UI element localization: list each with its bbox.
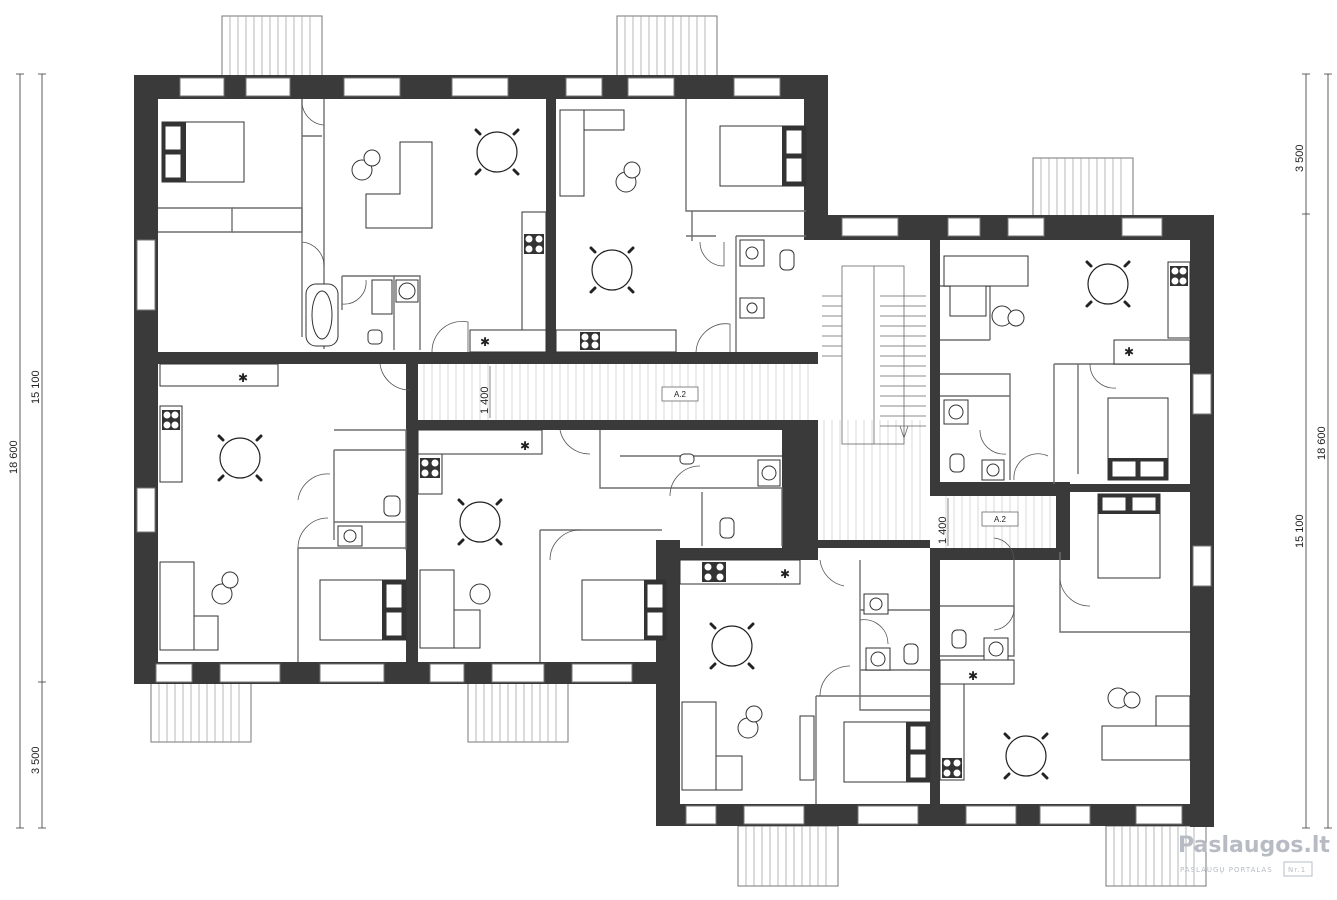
balcony-top-left (221, 15, 323, 77)
bed (1107, 397, 1169, 481)
bed (319, 579, 407, 641)
dim-right-top: 3 500 (1294, 144, 1306, 172)
partitions (158, 99, 1190, 804)
bed (581, 579, 667, 641)
watermark-badge: Nr.1 (1288, 866, 1306, 874)
balcony-bottom-mid (467, 681, 569, 743)
balcony-bottom-right (1105, 825, 1207, 887)
watermark-title: Paslaugos.lt (1178, 833, 1330, 858)
dining-table (219, 131, 1129, 777)
balcony-top-mid (616, 15, 718, 77)
bed (161, 121, 245, 183)
kitchen-counters: ✱ ✱ ✱ ✱ ✱ ✱ (159, 211, 1191, 781)
dim-left-balcony: 3 500 (30, 746, 42, 774)
bathroom-fixtures (305, 239, 1009, 671)
bed (843, 721, 931, 783)
svg-text:✱: ✱ (480, 335, 490, 349)
corridor: A.2 A.2 1 400 1 400 (418, 240, 1058, 548)
svg-text:✱: ✱ (780, 567, 790, 581)
dim-left-main: 15 100 (30, 370, 42, 404)
doors (297, 98, 1117, 697)
watermark-subtitle: PASLAUGŲ PORTALAS (1180, 866, 1273, 874)
watermark-logo: Paslaugos.lt PASLAUGŲ PORTALAS Nr.1 (1178, 833, 1330, 877)
corridor-tag-lower: A.2 (994, 515, 1007, 524)
dim-right-main: 15 100 (1294, 514, 1306, 548)
svg-text:✱: ✱ (968, 669, 978, 683)
windows (136, 77, 1212, 825)
furniture: ✱ ✱ ✱ ✱ ✱ ✱ (159, 109, 1191, 791)
corridor-tag-upper: A.2 (674, 390, 687, 399)
dimension-lines (16, 73, 1332, 829)
svg-text:✱: ✱ (238, 371, 248, 385)
bed (1097, 493, 1161, 579)
corridor-width-upper: 1 400 (479, 386, 491, 414)
svg-text:✱: ✱ (520, 439, 530, 453)
stair (822, 265, 926, 445)
dim-left-total: 18 600 (8, 440, 20, 474)
balcony-bottom-center (737, 825, 839, 887)
balconies (150, 15, 1207, 887)
balcony-bottom-left (150, 681, 252, 743)
balcony-top-right (1032, 157, 1134, 219)
svg-text:✱: ✱ (1124, 345, 1134, 359)
bed (719, 125, 807, 187)
interior-walls (158, 99, 1190, 806)
coffee-tables (211, 149, 1141, 739)
dim-right-total: 18 600 (1316, 426, 1328, 460)
sofa (159, 109, 1191, 791)
corridor-width-lower: 1 400 (937, 516, 949, 544)
